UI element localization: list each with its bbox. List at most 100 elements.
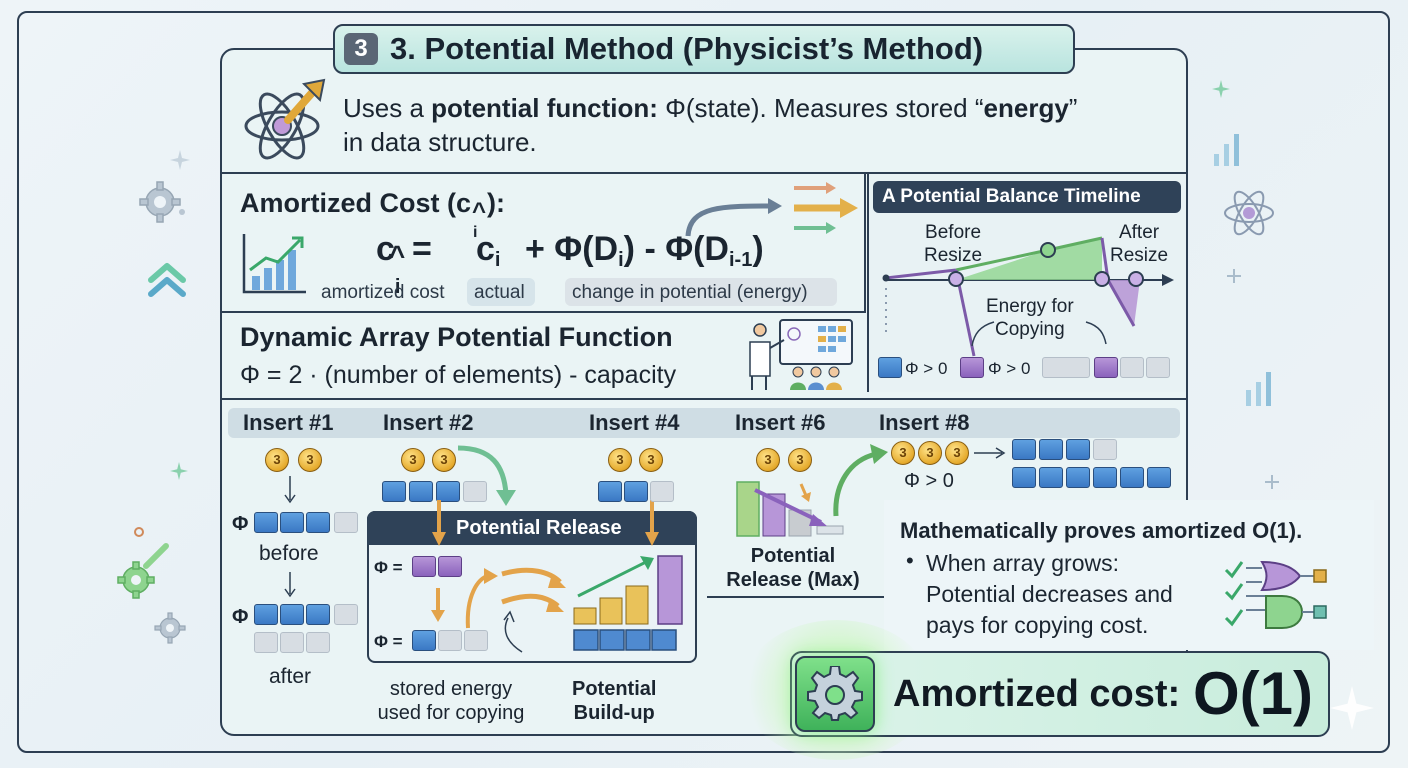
coin: 3	[945, 441, 969, 465]
equation-actual: ci	[476, 230, 500, 272]
equation-lhs: c^i	[376, 230, 409, 298]
coin: 3	[788, 448, 812, 472]
gear-icon	[154, 612, 186, 644]
before-line: Resize	[924, 245, 983, 266]
chart-icon	[1214, 134, 1239, 166]
label-change-in-potential: change in potential (energy)	[572, 282, 808, 303]
subscript: i	[494, 249, 501, 271]
array-cell	[1012, 467, 1036, 488]
before-line: Before	[925, 222, 982, 243]
intro-text: Uses a	[343, 93, 432, 123]
coin: 3	[298, 448, 322, 472]
insert-label: Insert #2	[383, 410, 474, 435]
label-amortized-cost: amortized cost	[321, 282, 445, 303]
down-arrow	[284, 572, 296, 598]
intro-text: ”	[1068, 93, 1078, 123]
logic-gate-icon	[1224, 560, 1327, 629]
down-arrow	[432, 500, 446, 546]
amortized-cost-heading: Amortized Cost (c^i):	[240, 188, 506, 241]
array-cell	[1039, 439, 1063, 460]
array-cell	[382, 481, 406, 502]
array-cell	[306, 632, 330, 653]
intro-bold-text: energy	[983, 93, 1069, 123]
intro-line-1: Uses a potential function: Φ(state). Mea…	[343, 93, 1077, 124]
after-label: after	[269, 665, 312, 688]
intro-text: Φ(state). Measures stored “	[657, 93, 984, 123]
heading-text: ):	[487, 188, 506, 218]
array-cell	[1042, 357, 1090, 378]
release-max-line: Potential	[750, 545, 836, 567]
array-cell	[438, 556, 462, 577]
eq-symbol: c	[376, 230, 395, 268]
phi-gt-label: Φ > 0	[904, 470, 954, 492]
after-line: Resize	[1110, 245, 1169, 266]
result-value: O(1)	[1193, 660, 1313, 727]
plus-icon	[1265, 475, 1279, 489]
outer-frame	[17, 11, 1390, 753]
stored-line: stored energy	[389, 678, 513, 700]
sparkle-icon	[1330, 686, 1374, 730]
arrows-icon	[685, 182, 858, 237]
result-label: Amortized cost:	[893, 673, 1181, 715]
subscript: i	[473, 224, 478, 241]
insert-label-bar	[228, 408, 1180, 438]
timeline-graph	[882, 236, 1174, 357]
dynamic-array-formula: Φ = 2 · (number of elements) - capacity	[240, 361, 677, 389]
sparkle-icon	[1212, 80, 1230, 98]
section-number-badge: 3	[344, 33, 378, 65]
page-title: 3. Potential Method (Physicist’s Method)	[390, 31, 984, 66]
coin: 3	[432, 448, 456, 472]
curved-arrow	[457, 445, 516, 506]
gear-icon	[807, 666, 863, 721]
title-banner	[333, 24, 1075, 74]
hat-symbol: ^	[388, 240, 406, 271]
plus-icon	[1227, 269, 1241, 283]
potential-release-header	[367, 511, 697, 545]
label-actual-pill	[467, 278, 535, 306]
sparkle-icon	[170, 150, 190, 170]
gear-icon	[139, 181, 185, 223]
array-cell	[1120, 357, 1144, 378]
coin: 3	[918, 441, 942, 465]
label-change-pill	[565, 278, 837, 306]
down-arrow	[645, 500, 659, 546]
array-cell	[306, 512, 330, 533]
phi-equals: Φ =	[374, 558, 403, 577]
proof-bullet: •	[906, 548, 914, 573]
buildup-line: Potential	[572, 678, 657, 700]
heading-text: Amortized Cost (c	[240, 188, 472, 218]
array-cell	[334, 512, 358, 533]
array-cell	[1012, 439, 1036, 460]
array-cell	[1066, 467, 1090, 488]
array-cell	[624, 481, 648, 502]
energy-line: Energy for	[986, 296, 1074, 317]
timeline-phi-2: Φ > 0	[988, 359, 1031, 378]
array-cell	[1120, 467, 1144, 488]
sparkle-icon	[170, 462, 188, 480]
eq-symbol: - Φ(D	[644, 230, 729, 268]
stored-line: used for copying	[377, 702, 525, 724]
phi-symbol: Φ	[232, 513, 249, 535]
teacher-icon	[749, 319, 853, 390]
atom-icon	[244, 78, 326, 160]
coin: 3	[891, 441, 915, 465]
proof-line: pays for copying cost.	[926, 612, 1149, 638]
array-cell	[650, 481, 674, 502]
timeline-title-bar	[873, 181, 1181, 213]
array-cell	[1093, 467, 1117, 488]
down-arrow	[284, 476, 296, 504]
insert-label: Insert #8	[879, 410, 970, 435]
array-cell	[438, 630, 462, 651]
gear-icon	[117, 527, 169, 599]
label-actual: actual	[474, 282, 525, 303]
eq-symbol: + Φ(D	[525, 230, 619, 268]
array-cell	[254, 512, 278, 533]
divider	[220, 172, 1188, 174]
subscript: i	[618, 249, 624, 271]
array-cell	[1094, 357, 1118, 378]
buildup-bars	[573, 555, 683, 651]
